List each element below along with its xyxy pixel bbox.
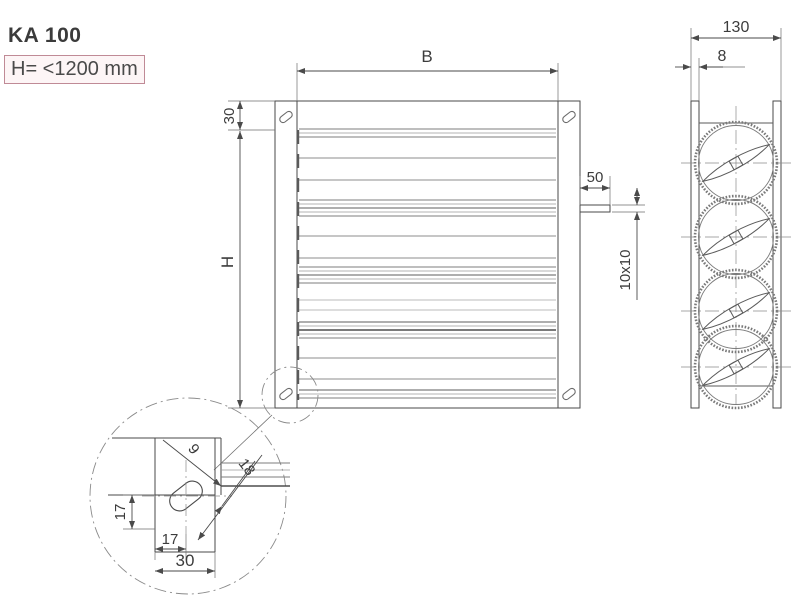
detail-slot-hole [169,480,203,512]
dimension-50-label: 50 [587,169,604,186]
dimension-30-flange: 30 [155,551,216,578]
dimension-30-flange-label: 30 [176,551,195,570]
dimension-8: 8 [675,48,745,101]
dimension-H-label: H [218,256,237,268]
louvre-blades [299,128,556,399]
dimension-10x10: 10x10 [612,188,645,300]
detail-callout-circle [213,366,319,471]
drive-shaft-stub [579,204,611,213]
corner-slot-hole [279,110,576,401]
dimension-17-vertical-label: 17 [112,504,129,521]
side-view-group: 130 8 [675,19,791,410]
dimension-H: H [218,131,275,409]
dimension-17-horizontal-label: 17 [162,531,179,548]
height-note-badge: H= <1200 mm [4,55,145,84]
dimension-18-label: 18 [235,455,259,479]
dimension-8-label: 8 [718,48,727,65]
dimension-10x10-label: 10x10 [617,250,634,291]
dimension-B: B [296,47,559,101]
dimension-130: 130 [690,19,782,101]
dimension-130-label: 130 [723,19,750,36]
dimension-30: 30 [221,100,275,131]
dimension-17-vertical: 17 [112,494,155,530]
page-title: KA 100 [8,24,82,47]
detail-view-group: 9 18 17 17 [89,397,290,595]
dimension-18: 18 [197,454,263,541]
dimension-30-label: 30 [221,108,238,125]
dimension-9: 9 [162,439,222,487]
dimension-50: 50 [579,169,611,205]
dimension-9-label: 9 [184,441,203,458]
side-view-blades [681,120,791,410]
dimension-B-label: B [421,47,432,66]
dimension-17-horizontal: 17 [154,531,187,560]
front-view-group: B 30 H [213,47,645,471]
